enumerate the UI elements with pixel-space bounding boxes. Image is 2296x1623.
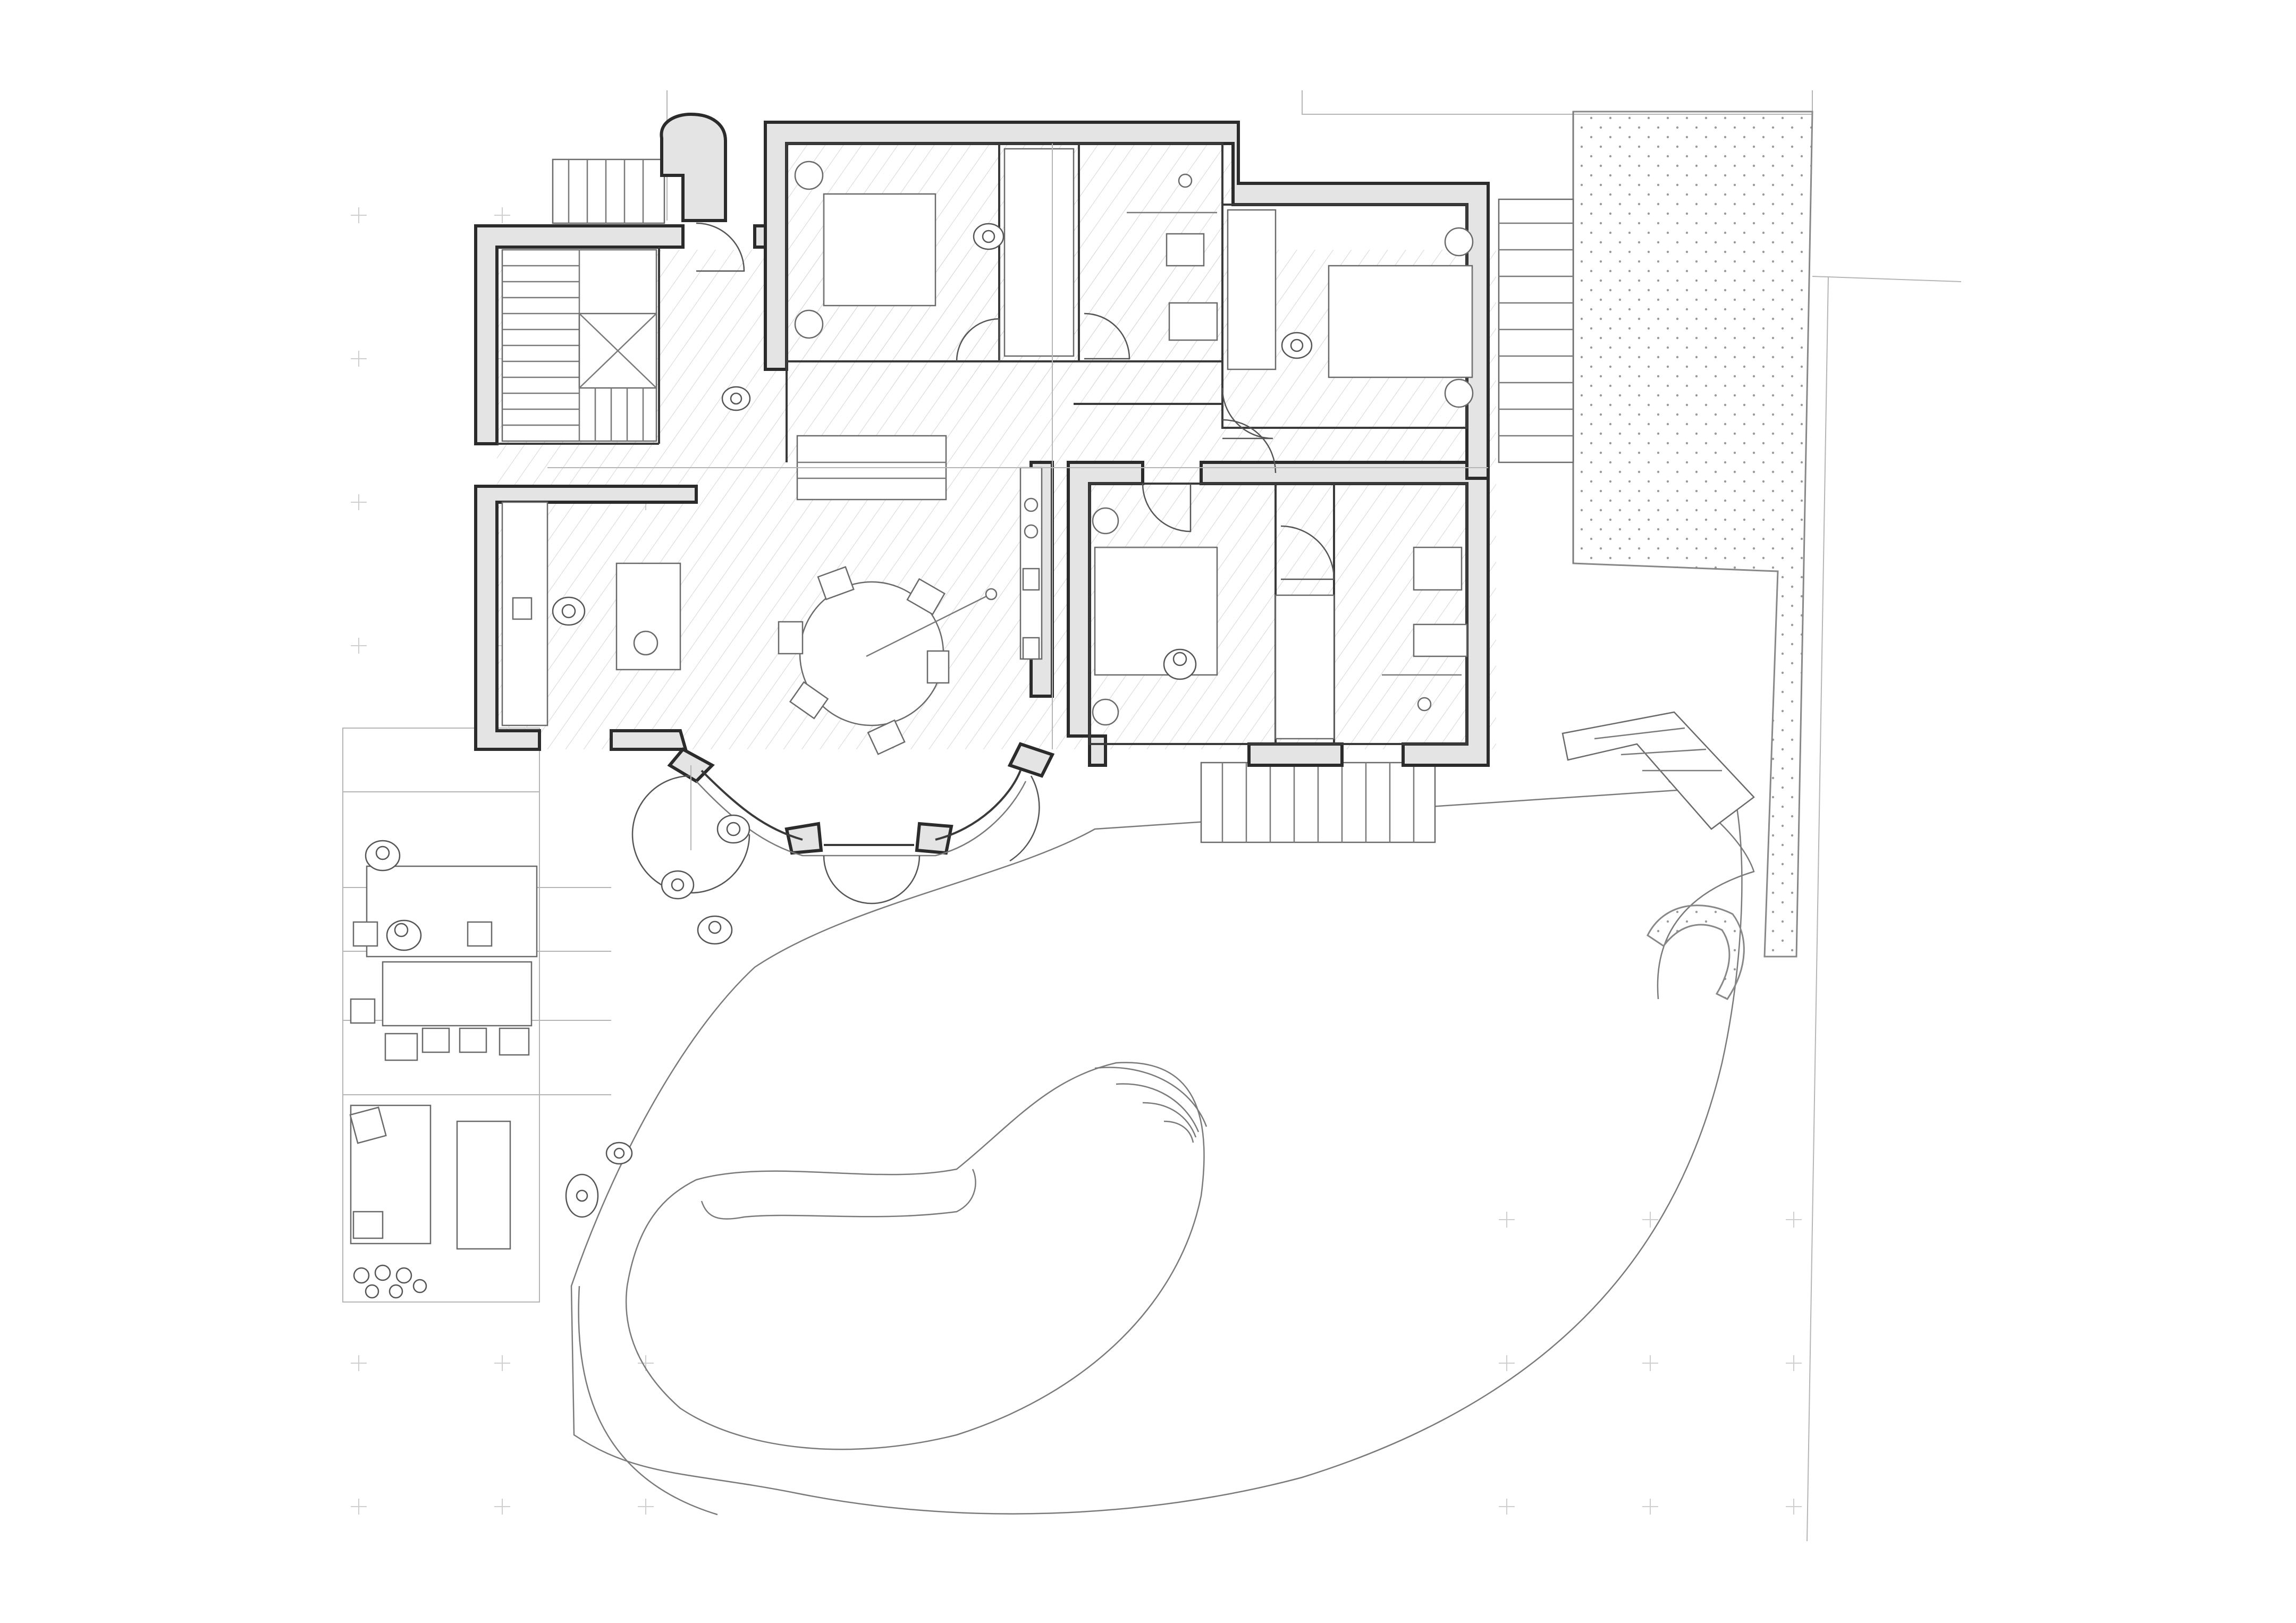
entrance-steps (552, 158, 665, 224)
rear-steps (1200, 762, 1436, 843)
guide-lines (547, 143, 1488, 850)
pool (570, 785, 1743, 1516)
person-figure (716, 814, 750, 844)
side-terrace (1572, 111, 1813, 958)
person-figure (386, 919, 422, 951)
person-figure (552, 596, 586, 626)
kitchen (501, 467, 1043, 726)
bedroom-south (1092, 483, 1335, 740)
person-figure (365, 840, 401, 872)
person-figure (605, 1142, 633, 1165)
bathroom-north (1084, 173, 1218, 360)
person-figure (565, 1173, 599, 1218)
person-figure (1163, 648, 1197, 680)
person-figure (721, 386, 751, 411)
side-steps (1498, 198, 1755, 830)
person-figure (973, 223, 1004, 250)
person-figure (1281, 332, 1313, 359)
outdoor-terrace (342, 728, 611, 1303)
people (365, 223, 1313, 1218)
bedroom-north (794, 148, 1075, 362)
staircase (501, 249, 657, 442)
person-figure (697, 915, 733, 945)
terrace-chairs (349, 921, 530, 1239)
bathroom-south (1280, 525, 1468, 712)
bedroom-east (1221, 209, 1474, 439)
dining-area (778, 566, 998, 755)
terrace-plants (353, 1264, 427, 1299)
person-figure (661, 870, 695, 900)
